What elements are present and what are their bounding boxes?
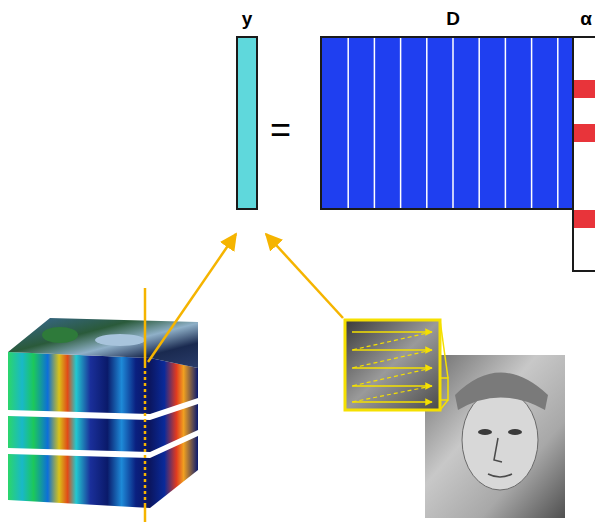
scan-return <box>352 350 432 368</box>
vector-box: y <box>236 8 258 210</box>
sparse-body <box>572 36 595 272</box>
variable-label: y <box>242 8 253 30</box>
nonzero-entry <box>574 210 595 228</box>
column-divider <box>452 38 454 208</box>
column-divider <box>557 38 559 208</box>
cube-slice-gap <box>8 398 198 420</box>
column-divider <box>531 38 533 208</box>
scan-return <box>352 386 432 402</box>
cube-top-patch <box>42 327 78 343</box>
sparse-box: α <box>572 8 595 272</box>
nonzero-entry <box>574 80 595 98</box>
column-divider <box>426 38 428 208</box>
patch-box <box>345 320 440 410</box>
portrait-image <box>425 355 565 518</box>
scan-return <box>352 332 432 350</box>
nonzero-entry <box>574 124 595 142</box>
cube-top <box>8 318 198 368</box>
scan-arrow <box>352 385 432 387</box>
column-divider <box>478 38 480 208</box>
matrix-body <box>320 36 586 210</box>
portrait-eye <box>478 429 492 435</box>
hyperspectral-cube <box>8 318 198 508</box>
column-divider <box>400 38 402 208</box>
cube-slice-gap <box>8 430 198 458</box>
scan-arrow <box>352 349 432 351</box>
scan-return <box>352 368 432 386</box>
pixel-line-dotted <box>144 365 147 505</box>
image-patch <box>345 320 440 410</box>
cube-top-patch <box>95 334 145 346</box>
portrait-nose <box>494 438 502 462</box>
pixel-line <box>144 288 147 365</box>
cube-side <box>150 358 198 508</box>
cube-front <box>8 352 150 508</box>
column-divider <box>347 38 349 208</box>
variable-label: D <box>446 8 460 30</box>
matrix-box: D <box>320 8 586 210</box>
portrait-hat <box>455 373 548 411</box>
scan-arrow <box>352 401 432 403</box>
column-divider <box>505 38 507 208</box>
column-divider <box>374 38 376 208</box>
scan-arrow <box>352 331 432 333</box>
portrait-face <box>462 390 538 490</box>
equals-sign: = <box>270 112 291 148</box>
matrix-columns <box>322 38 584 208</box>
portrait-mouth <box>488 474 512 477</box>
portrait-eye <box>508 429 522 435</box>
vector-body <box>236 36 258 210</box>
scan-arrow <box>352 367 432 369</box>
arrow <box>266 234 343 318</box>
portrait-ground <box>425 355 565 518</box>
pixel-line <box>144 505 147 522</box>
arrow <box>148 234 236 362</box>
variable-label: α <box>580 8 592 30</box>
